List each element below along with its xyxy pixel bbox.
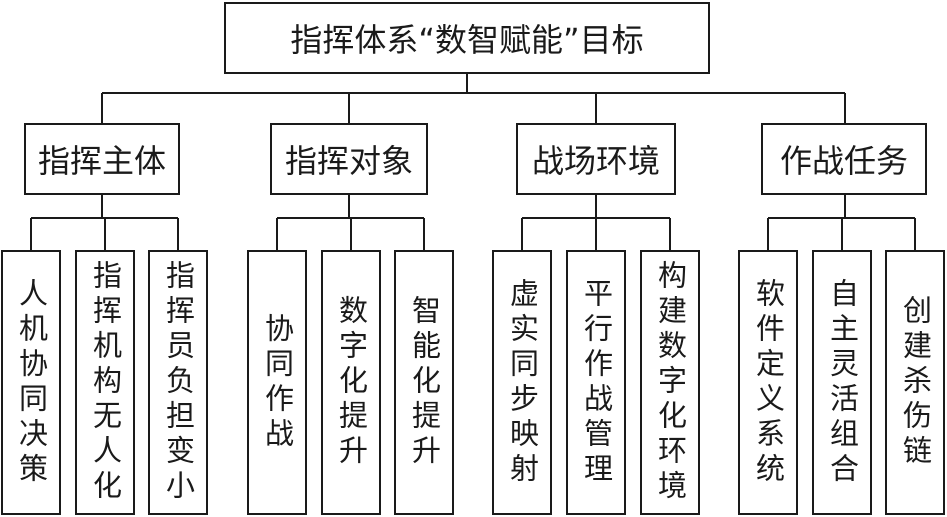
leaf-label: 创建杀伤链 — [898, 295, 933, 470]
leaf-label: 自主灵活组合 — [825, 277, 860, 488]
category-box-battlefield-environment: 战场环境 — [516, 123, 676, 195]
leaf-box: 平行作战管理 — [566, 250, 626, 515]
leaf-box: 指挥员负担变小 — [148, 250, 208, 515]
leaf-label: 平行作战管理 — [579, 277, 614, 488]
leaf-box: 智能化提升 — [394, 250, 454, 515]
leaf-box: 数字化提升 — [321, 250, 381, 515]
root-title: 指挥体系“数智赋能”目标 — [290, 21, 644, 59]
leaf-label: 指挥机构无人化 — [88, 260, 123, 505]
leaf-box: 创建杀伤链 — [885, 250, 945, 515]
leaf-box: 人机协同决策 — [1, 250, 61, 515]
leaf-label: 指挥员负担变小 — [161, 260, 196, 505]
leaf-label: 构建数字化环境 — [653, 260, 688, 505]
category-label: 指挥主体 — [37, 142, 166, 180]
category-box-command-subject: 指挥主体 — [24, 123, 180, 195]
leaf-box: 指挥机构无人化 — [75, 250, 135, 515]
leaf-label: 协同作战 — [260, 312, 295, 453]
leaf-box: 软件定义系统 — [738, 250, 798, 515]
leaf-box: 虚实同步映射 — [492, 250, 552, 515]
category-label: 指挥对象 — [284, 142, 413, 180]
category-box-command-object: 指挥对象 — [270, 123, 428, 195]
leaf-label: 软件定义系统 — [751, 277, 786, 488]
leaf-label: 人机协同决策 — [14, 277, 49, 488]
category-box-combat-mission: 作战任务 — [761, 123, 927, 195]
root-title-box: 指挥体系“数智赋能”目标 — [224, 2, 710, 74]
leaf-box: 协同作战 — [247, 250, 307, 515]
category-label: 战场环境 — [531, 142, 660, 180]
leaf-label: 虚实同步映射 — [505, 277, 540, 488]
category-label: 作战任务 — [779, 142, 908, 180]
leaf-label: 数字化提升 — [334, 295, 369, 470]
leaf-box: 自主灵活组合 — [812, 250, 872, 515]
leaf-box: 构建数字化环境 — [640, 250, 700, 515]
leaf-label: 智能化提升 — [407, 295, 442, 470]
